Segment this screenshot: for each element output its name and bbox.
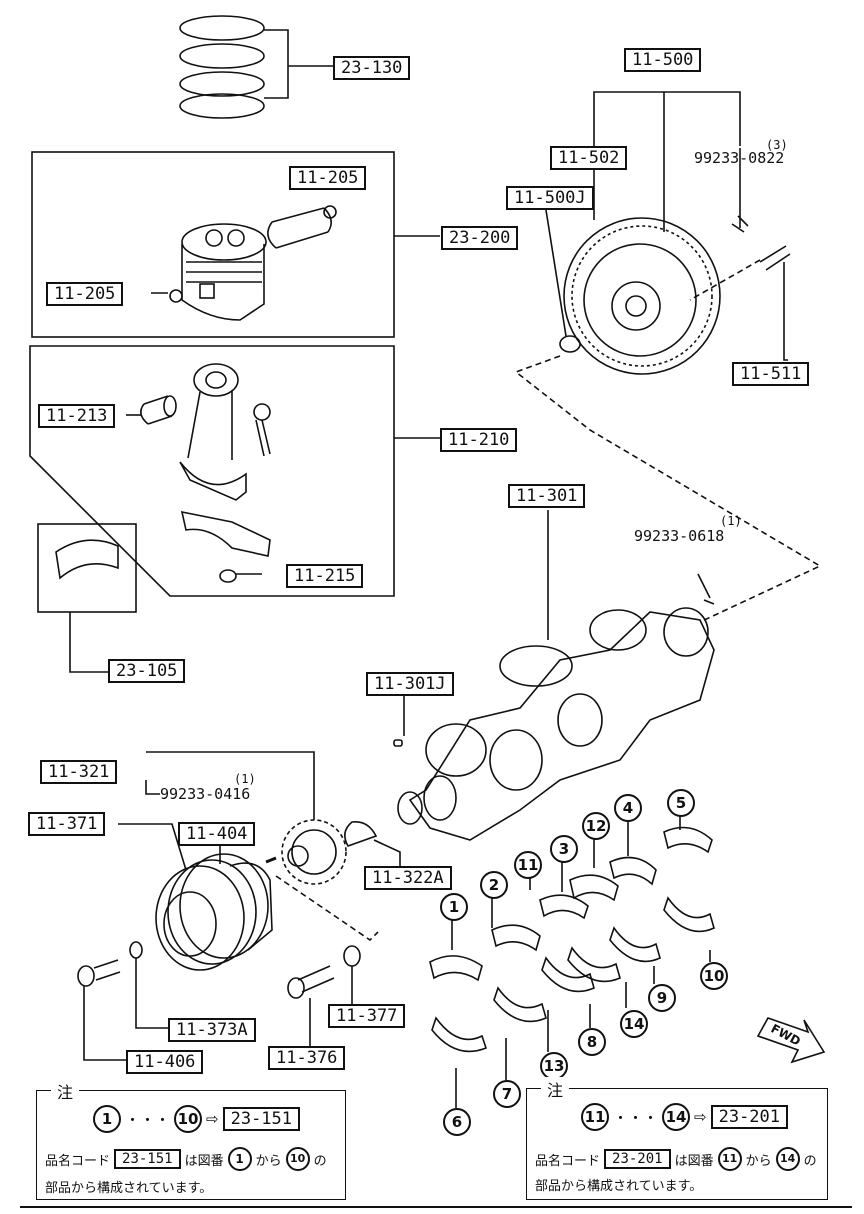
qty-99233-0416: (1) xyxy=(234,772,256,786)
part-label-11-500: 11-500 xyxy=(624,48,702,72)
qty-99233-0822: (3) xyxy=(766,138,788,152)
note-left-text-a: 品名コード xyxy=(45,1153,111,1169)
note-right-title: 注 xyxy=(541,1077,570,1101)
part-number-99233-0416: 99233-0416 xyxy=(160,785,251,803)
note-left-text-c: から xyxy=(255,1153,282,1169)
part-label-11-215: 11-215 xyxy=(286,564,364,588)
conrod-group-box xyxy=(29,345,395,597)
callout-7: 7 xyxy=(493,1080,521,1108)
callout-8: 8 xyxy=(578,1028,606,1056)
part-label-11-321: 11-321 xyxy=(40,760,118,784)
note-left-from: 1 xyxy=(93,1105,121,1133)
note-right-text-b: は図番 xyxy=(674,1153,714,1169)
note-right-to2: 14 xyxy=(775,1147,800,1171)
part-label-11-301j: 11-301J xyxy=(366,672,454,696)
note-right-dots: ・・・ xyxy=(613,1108,659,1127)
part-number-99233-0618: 99233-0618 xyxy=(634,527,725,545)
callout-11: 11 xyxy=(514,851,542,879)
note-left: 注 1 ・・・ 10 ⇨ 23-151 品名コード 23-151 は図番 1 か… xyxy=(36,1079,346,1200)
qty-99233-0618: (1) xyxy=(720,514,742,528)
note-right-text-c: から xyxy=(745,1153,772,1169)
part-label-11-301: 11-301 xyxy=(508,484,586,508)
piston-assembly xyxy=(151,205,337,321)
note-right-to: 14 xyxy=(662,1103,691,1131)
part-label-11-371: 11-371 xyxy=(28,812,106,836)
note-left-to2: 10 xyxy=(285,1147,310,1171)
callout-3: 3 xyxy=(550,835,578,863)
part-label-11-376: 11-376 xyxy=(268,1046,346,1070)
note-right-code2: 23-201 xyxy=(604,1149,671,1169)
part-label-11-205-pin-clip: 11-205 xyxy=(289,166,367,190)
callout-13: 13 xyxy=(540,1052,568,1080)
connecting-rod xyxy=(126,363,271,583)
note-left-code2: 23-151 xyxy=(114,1149,181,1169)
part-label-23-105: 23-105 xyxy=(108,659,186,683)
callout-1: 1 xyxy=(440,893,468,921)
note-right: 注 11 ・・・ 14 ⇨ 23-201 品名コード 23-201 は図番 11… xyxy=(526,1077,828,1200)
note-right-row1: 11 ・・・ 14 ⇨ 23-201 xyxy=(581,1103,789,1131)
note-left-title: 注 xyxy=(51,1079,80,1103)
part-label-23-130: 23-130 xyxy=(333,56,411,80)
callout-14: 14 xyxy=(620,1010,648,1038)
callout-2: 2 xyxy=(480,871,508,899)
note-left-text-d: の xyxy=(313,1153,327,1169)
callout-10: 10 xyxy=(700,962,728,990)
note-left-dots: ・・・ xyxy=(125,1110,171,1129)
note-left-row3: 部品から構成されています。 xyxy=(45,1181,213,1196)
note-right-code: 23-201 xyxy=(710,1105,789,1129)
callout-6: 6 xyxy=(443,1108,471,1136)
note-right-row3: 部品から構成されています。 xyxy=(535,1179,703,1194)
part-label-11-404: 11-404 xyxy=(178,822,256,846)
note-left-row2: 品名コード 23-151 は図番 1 から 10 の xyxy=(45,1147,327,1171)
part-label-11-511: 11-511 xyxy=(732,362,810,386)
note-left-arrow: ⇨ xyxy=(206,1110,219,1128)
note-right-text-a: 品名コード xyxy=(535,1153,601,1169)
note-right-text-d: の xyxy=(803,1153,817,1169)
note-right-from: 11 xyxy=(581,1103,609,1131)
note-left-code: 23-151 xyxy=(222,1107,301,1131)
part-label-11-377: 11-377 xyxy=(328,1004,406,1028)
part-label-11-502: 11-502 xyxy=(550,146,628,170)
part-label-11-205-clip: 11-205 xyxy=(46,282,124,306)
note-left-to: 10 xyxy=(174,1105,203,1133)
part-label-11-213: 11-213 xyxy=(38,404,116,428)
note-left-text-b: は図番 xyxy=(184,1153,224,1169)
note-right-from2: 11 xyxy=(717,1147,742,1171)
note-right-arrow: ⇨ xyxy=(694,1108,707,1126)
callout-9: 9 xyxy=(648,984,676,1012)
bearing-box xyxy=(37,523,137,613)
crankshaft xyxy=(393,510,715,841)
callout-4: 4 xyxy=(614,794,642,822)
piston-rings xyxy=(179,15,334,119)
part-number-99233-0822: 99233-0822 xyxy=(694,149,785,167)
part-label-11-373a: 11-373A xyxy=(168,1018,256,1042)
part-label-11-322a: 11-322A xyxy=(364,866,452,890)
part-label-11-210: 11-210 xyxy=(440,428,518,452)
callout-12: 12 xyxy=(582,812,610,840)
part-label-23-200: 23-200 xyxy=(441,226,519,250)
part-label-11-406: 11-406 xyxy=(126,1050,204,1074)
part-label-11-500j: 11-500J xyxy=(506,186,594,210)
fwd-arrow-shape xyxy=(756,1017,826,1064)
note-left-from2: 1 xyxy=(227,1147,252,1171)
piston-group-box xyxy=(31,151,395,338)
note-left-row1: 1 ・・・ 10 ⇨ 23-151 xyxy=(93,1105,301,1133)
callout-5: 5 xyxy=(667,789,695,817)
flywheel xyxy=(545,91,791,375)
note-right-row2: 品名コード 23-201 は図番 11 から 14 の xyxy=(535,1147,817,1171)
